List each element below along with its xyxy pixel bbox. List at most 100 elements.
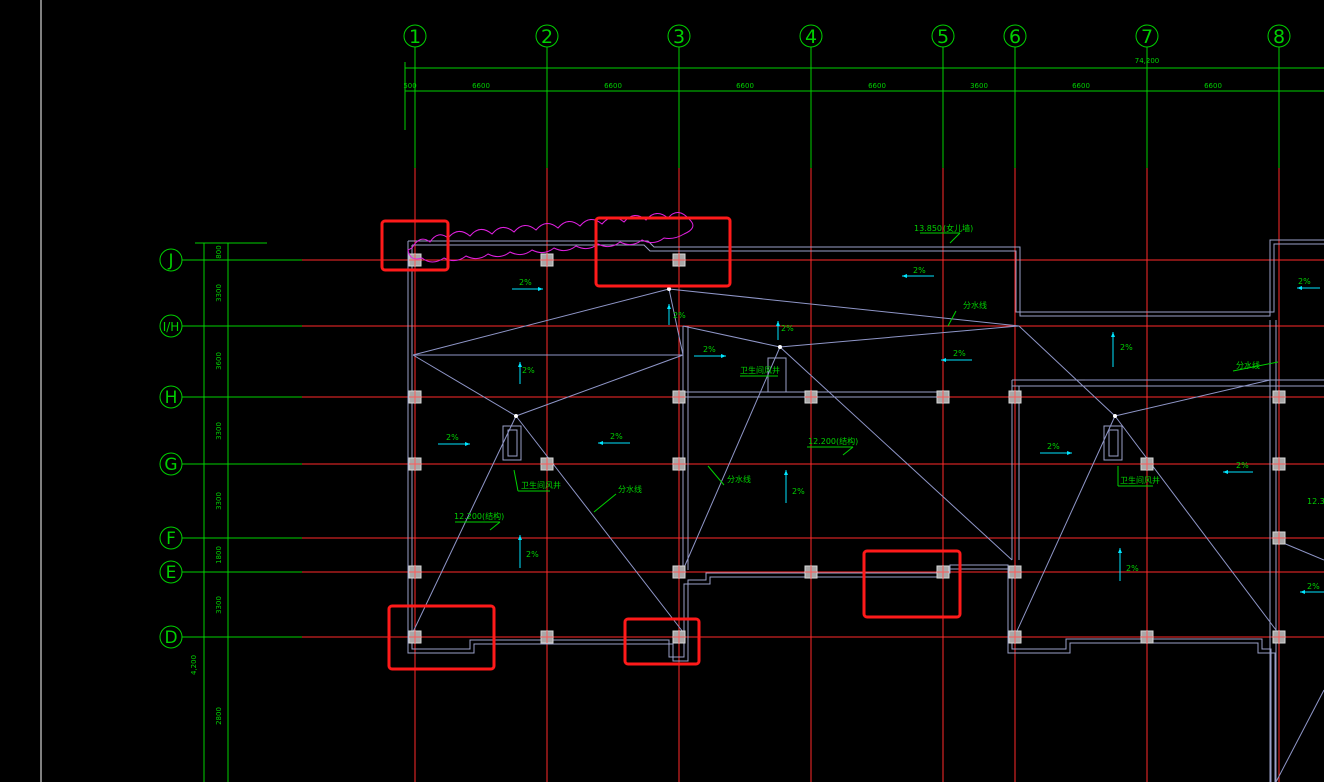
dim-overall-top: 74,200	[1135, 57, 1160, 65]
slope-arrow-head	[518, 535, 522, 540]
issue-highlights	[380, 216, 962, 671]
shaft-outline	[502, 425, 522, 461]
drainage-arrows	[438, 232, 1324, 594]
slope-arrow-head	[1111, 332, 1115, 337]
slope-label: 2%	[673, 311, 686, 320]
leader-line-8	[513, 469, 519, 492]
leader-line-tail-1	[842, 446, 854, 456]
dim-top-4: 6600	[868, 82, 886, 90]
axis-label: E	[166, 563, 177, 583]
slope-arrow-head	[776, 321, 780, 326]
highlight-box-j3[interactable]	[594, 216, 732, 288]
slope-line-10	[412, 415, 517, 633]
shaft-inner	[507, 429, 518, 457]
slope-arrow-head	[1067, 451, 1072, 455]
slope-line-7	[779, 325, 1020, 348]
ridge-label: 分水线	[963, 300, 987, 310]
dim-left-4: 3300	[215, 492, 223, 510]
dim-top-1: 6600	[472, 82, 490, 90]
row-axis-bubbles: J I/H H G F E D	[159, 248, 183, 649]
axis-label: 4	[805, 26, 817, 48]
slope-arrow-head	[721, 354, 726, 358]
axis-bubble-F[interactable]: F	[159, 526, 183, 550]
slope-arrow-head	[538, 287, 543, 291]
axis-label: 1	[409, 26, 421, 48]
axis-label: 7	[1141, 26, 1153, 48]
axis-bubble-6[interactable]: 6	[1003, 24, 1027, 48]
slope-arrow-head	[598, 441, 603, 445]
slope-line-13	[1114, 379, 1271, 417]
axis-label: D	[164, 628, 177, 648]
axis-bubble-H[interactable]: H	[159, 385, 183, 409]
slope-line-11	[515, 415, 684, 633]
axis-bubble-IH[interactable]: I/H	[159, 314, 183, 338]
green-grid-lines	[182, 47, 1280, 638]
elevation-top: 13.850	[914, 224, 942, 233]
ridge-label: 分水线	[618, 484, 642, 494]
axis-bubble-7[interactable]: 7	[1135, 24, 1159, 48]
dim-top-5: 3600	[970, 82, 988, 90]
axis-label: 2	[541, 26, 553, 48]
slope-label: 2%	[446, 433, 459, 442]
elevation-mid: 12.200	[808, 437, 836, 446]
elevation-right: 12.300	[1307, 497, 1324, 506]
slope-label: 2%	[610, 432, 623, 441]
axis-bubble-D[interactable]: D	[159, 625, 183, 649]
axis-label: 6	[1009, 26, 1021, 48]
axis-bubble-J[interactable]: J	[159, 248, 183, 272]
dim-top-3: 6600	[736, 82, 754, 90]
slope-line-2	[515, 354, 684, 417]
axis-label: 3	[673, 26, 685, 48]
leader-line-3	[947, 310, 957, 327]
slope-arrow-head	[518, 362, 522, 367]
slope-line-6	[682, 325, 781, 348]
slope-label: 2%	[519, 278, 532, 287]
dim-left-3: 3300	[215, 422, 223, 440]
slope-label: 2%	[781, 324, 794, 333]
dim-left-6: 3300	[215, 596, 223, 614]
highlight-box-d3[interactable]	[623, 617, 701, 666]
axis-bubble-4[interactable]: 4	[799, 24, 823, 48]
slope-arrow-head	[1300, 590, 1305, 594]
shaft-inner	[1108, 429, 1119, 457]
structural-columns	[408, 253, 1286, 644]
highlight-box-d1[interactable]	[387, 604, 496, 671]
dim-left-0: 800	[215, 245, 223, 258]
slope-label: 2%	[1236, 461, 1249, 470]
axis-label: F	[166, 529, 176, 549]
slope-line-5	[668, 288, 1020, 327]
dim-top-6: 6600	[1072, 82, 1090, 90]
leader-line-4	[593, 493, 617, 513]
shaft-outline	[1103, 425, 1123, 461]
leader-line-5	[707, 465, 725, 486]
axis-bubble-8[interactable]: 8	[1267, 24, 1291, 48]
leader-line-tail-2	[489, 521, 501, 531]
slope-line-18	[1275, 689, 1324, 782]
axis-bubble-3[interactable]: 3	[667, 24, 691, 48]
highlight-box-e5[interactable]	[862, 549, 962, 619]
axis-bubble-E[interactable]: E	[159, 560, 183, 584]
dimension-lines	[195, 62, 1324, 782]
dim-top-7: 6600	[1204, 82, 1222, 90]
axis-bubble-5[interactable]: 5	[931, 24, 955, 48]
leader-line-tail-0	[949, 232, 961, 244]
axis-label: 8	[1273, 26, 1285, 48]
axis-bubble-1[interactable]: 1	[403, 24, 427, 48]
plan-annotations: 2% 2% 2% 2% 2% 2% 2% 2% 2% 2% 2% 2% 2% 2…	[446, 223, 1324, 591]
dim-top-2: 6600	[604, 82, 622, 90]
slope-arrow-head	[902, 274, 907, 278]
axis-label: I/H	[163, 320, 180, 334]
revision-cloud	[407, 212, 694, 263]
slope-line-4	[668, 288, 684, 356]
axis-label: 5	[937, 26, 949, 48]
highlight-box-j1[interactable]	[380, 219, 450, 272]
axis-bubble-G[interactable]: G	[159, 452, 183, 476]
dim-left-2: 3600	[215, 352, 223, 370]
axis-bubble-2[interactable]: 2	[535, 24, 559, 48]
dim-overall-left: 4,200	[190, 655, 198, 675]
dim-left-7: 2800	[215, 707, 223, 725]
slope-label: 2%	[522, 366, 535, 375]
roof-drain	[778, 345, 782, 349]
slope-line-14	[1011, 415, 1116, 643]
